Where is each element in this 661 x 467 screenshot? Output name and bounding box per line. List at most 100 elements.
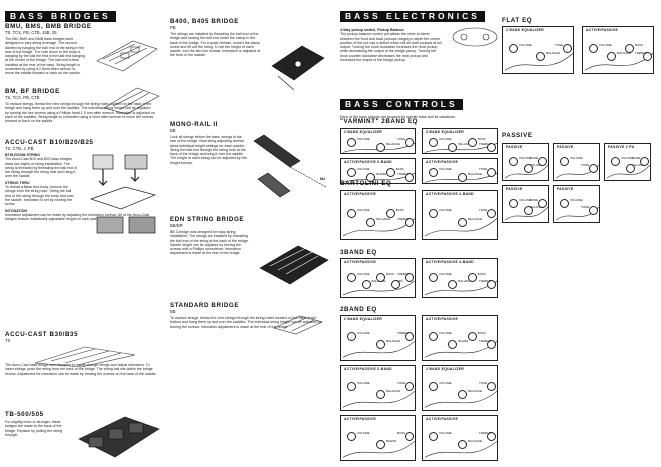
body-outline xyxy=(424,391,498,408)
three-band-diagrams: ACTIVE/PASSIVEVOLUMEBALANCEBASSMIDTREBLE… xyxy=(340,258,500,298)
control-knob-icon xyxy=(467,138,477,148)
section-models: PB xyxy=(170,25,176,30)
section-text: To replace strings, thread the new strin… xyxy=(5,102,155,124)
bridge-illustration xyxy=(271,45,325,91)
column-electronics: BASS ELECTRONICS 4-Way pickup switch, Pi… xyxy=(340,6,500,461)
balance-pot-illustration xyxy=(452,27,498,47)
control-knob-icon xyxy=(347,382,356,392)
body-outline xyxy=(424,218,498,237)
standard-bridge-section: STANDARD BRIDGE BB To replace strings, t… xyxy=(170,302,330,335)
diagram-label: ACTIVE/PASSIVE xyxy=(344,192,377,196)
knob-label: VOLUME xyxy=(530,163,543,168)
diagram-label: PASSIVE xyxy=(557,187,574,191)
body-outline xyxy=(504,164,549,179)
accu-cast-b30-section: ACCU-CAST B30/B35 TS The Accu-Cast bass … xyxy=(5,331,163,376)
heading-flat-eq: FLAT EQ xyxy=(502,17,533,24)
section-models: TS xyxy=(5,338,11,343)
body-outline xyxy=(606,164,651,179)
knob-label: VOLUME xyxy=(439,331,452,336)
section-title: ACCU-CAST B10/B20/B25 xyxy=(5,139,94,146)
control-knob-icon xyxy=(467,273,477,282)
knob-label: BASS xyxy=(635,42,644,47)
control-knob-icon xyxy=(429,208,438,218)
control-knob-icon xyxy=(538,157,547,167)
section-models: BB xyxy=(170,128,176,133)
knob-label: BALANCE xyxy=(546,51,561,56)
control-knob-icon xyxy=(536,52,545,62)
control-diagram: ACTIVE/PASSIVEVOLUMEBALANCEBASSMIDTREBLE xyxy=(340,258,416,298)
control-knob-icon xyxy=(487,168,496,178)
diagram-label: ACTIVE/PASSIVE xyxy=(426,317,459,321)
knob-label: TREBLE xyxy=(479,431,491,436)
knob-label: TONE xyxy=(581,205,590,210)
knob-label: VOLUME xyxy=(357,431,370,436)
knob-label: VOLUME xyxy=(439,272,452,276)
section-banner-bass-controls: BASS CONTROLS xyxy=(340,99,463,110)
knob-label: BALANCE xyxy=(386,389,401,394)
control-knob-icon xyxy=(405,273,414,282)
knob-label: BLEND xyxy=(458,339,469,344)
section-text: To thread a Bass thru-body, remove the s… xyxy=(5,185,74,207)
diagram-label: 2 BAND EQUALIZER xyxy=(426,367,464,371)
section-text: For slightly more or stronger, these bri… xyxy=(5,420,63,437)
knob-label: TONE xyxy=(530,156,539,161)
knob-label: TREBLE xyxy=(397,216,409,221)
control-knob-icon xyxy=(366,172,376,182)
body-outline xyxy=(424,441,498,458)
knob-label: BASS xyxy=(477,331,486,336)
knob-label: BALANCE xyxy=(458,141,473,146)
callout-label: M4 xyxy=(320,177,325,181)
control-knob-icon xyxy=(429,138,438,148)
subsection-label: BTW-ROOM STRING xyxy=(5,153,41,157)
control-knob-icon xyxy=(487,340,496,350)
knob-label: TREBLE xyxy=(397,331,409,336)
control-knob-icon xyxy=(405,217,414,227)
control-knob-icon xyxy=(589,164,598,174)
diagram-label: PASSIVE xyxy=(506,145,523,149)
bmu-bridge-section: BMU, BMS, BMB BRIDGE TS, TCX, PB, CTB, J… xyxy=(5,23,163,76)
knob-label: VOLUME xyxy=(599,42,612,47)
control-knob-icon xyxy=(429,332,438,342)
control-knob-icon xyxy=(347,138,356,148)
section-title: BM, BF BRIDGE xyxy=(5,88,60,95)
body-outline xyxy=(342,441,416,458)
section-text: The Accu-Cast bass bridge was designed t… xyxy=(5,363,157,376)
section-title: TB-500/505 xyxy=(5,411,44,418)
control-knob-icon xyxy=(640,157,649,167)
control-knob-icon xyxy=(376,390,385,400)
intro-title: 4-Way pickup switch, Pickup Balance xyxy=(340,28,404,32)
knob-label: BLEND xyxy=(376,171,387,176)
control-knob-icon xyxy=(347,168,356,178)
control-knob-icon xyxy=(458,172,467,182)
control-knob-icon xyxy=(405,138,414,148)
control-knob-icon xyxy=(625,164,635,174)
knob-label: BASS xyxy=(395,167,404,172)
control-knob-icon xyxy=(611,157,620,167)
knob-label: BASS xyxy=(395,207,404,212)
knob-label: VOLUME xyxy=(357,272,370,276)
knob-label: BALANCE xyxy=(468,389,483,394)
section-title: B400, B405 BRIDGE xyxy=(170,18,240,25)
section-text: The BM, BMS and BMB bass bridges were de… xyxy=(5,37,85,76)
knob-label: TREBLE xyxy=(397,272,409,276)
control-knob-icon xyxy=(361,280,371,290)
control-knob-icon xyxy=(429,382,438,392)
control-knob-icon xyxy=(487,280,496,290)
knob-label: TONE xyxy=(479,167,488,172)
diagram-label: ACTIVE/PASSIVE xyxy=(426,160,459,164)
knob-label: BALANCE xyxy=(386,141,401,146)
knob-label: VOLUME xyxy=(357,381,370,386)
